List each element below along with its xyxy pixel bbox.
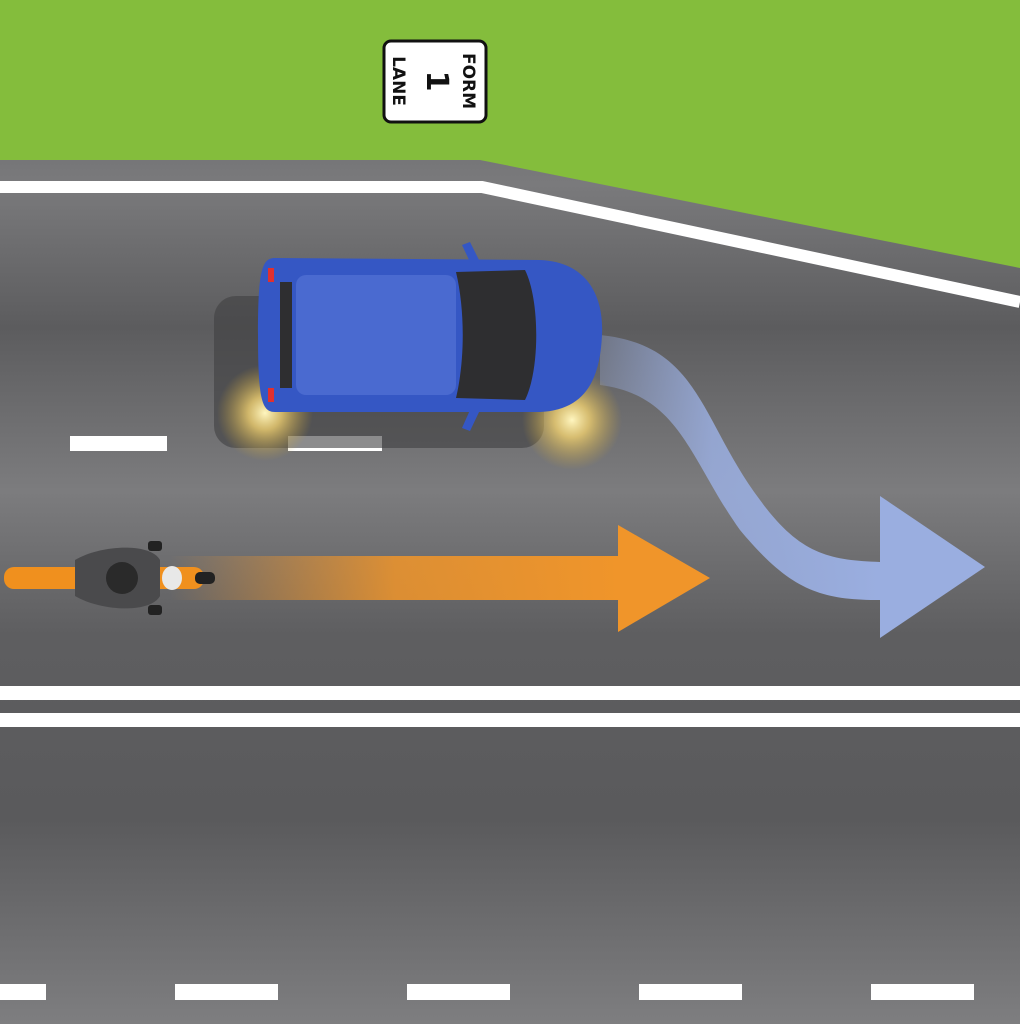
- tail-light: [268, 268, 274, 282]
- bottom-lane-dashes: [0, 984, 974, 1000]
- sign-text-form: FORM: [458, 53, 478, 109]
- center-line-bottom: [0, 713, 1020, 727]
- motorcycle: [4, 541, 215, 615]
- center-line-top: [0, 686, 1020, 700]
- blue-car: [214, 242, 622, 470]
- side-mirror: [462, 242, 480, 262]
- motorcycle-headlight: [162, 566, 182, 590]
- car-rear-window: [280, 282, 292, 388]
- sign-text-number: 1: [419, 71, 454, 92]
- handlebar-grip: [148, 605, 162, 615]
- road-edge-line: [0, 181, 1020, 308]
- car-windshield: [456, 270, 537, 400]
- handlebar-grip: [148, 541, 162, 551]
- car-roof: [296, 275, 456, 395]
- lane-dash: [70, 436, 167, 451]
- car-path-arrow: [600, 335, 985, 638]
- rider-helmet: [106, 562, 138, 594]
- sign-text-lane: LANE: [388, 56, 408, 106]
- side-mirror: [462, 410, 480, 431]
- form-1-lane-sign: FORM 1 LANE: [382, 39, 488, 124]
- tail-light: [268, 388, 274, 402]
- grass-verge: [0, 0, 1020, 268]
- motorcycle-path-arrow: [170, 525, 710, 632]
